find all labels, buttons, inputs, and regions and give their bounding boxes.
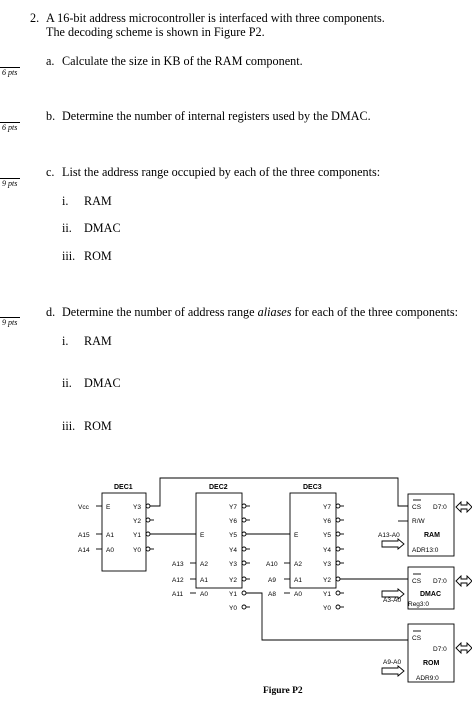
pin-label: A2 <box>294 561 302 568</box>
part-d-text: Determine the number of address range al… <box>62 305 458 319</box>
list-marker: iii. <box>62 249 76 263</box>
pin-label: A0 <box>106 547 114 554</box>
list-marker: ii. <box>62 376 72 390</box>
dec2-label: DEC2 <box>209 484 228 491</box>
ram-rw-label: R/W <box>412 518 426 525</box>
pin-label: Y1 <box>133 532 141 539</box>
rom-addr-label: ADR9:0 <box>416 675 439 682</box>
signal-label: A9 <box>268 577 276 584</box>
pin-label: Y3 <box>323 561 331 568</box>
part-d-label: d. <box>46 305 56 319</box>
dmac-label: DMAC <box>420 591 441 598</box>
list-marker: ii. <box>62 221 72 235</box>
ram-addr-in-label: A13-A0 <box>378 532 400 539</box>
pin-label: E <box>200 532 205 539</box>
rom-label: ROM <box>423 660 440 667</box>
points-divider <box>0 122 20 123</box>
decoder-circuit-diagram: DEC1 Vcc A15 A14 E A1 A0 Y3 Y2 Y1 Y0 DEC… <box>78 477 472 696</box>
pin-label: Y1 <box>323 591 331 598</box>
points-label: 6 pts <box>2 123 18 132</box>
list-marker: i. <box>62 194 69 208</box>
part-b-label: b. <box>46 109 56 123</box>
pin-label: Y7 <box>323 504 331 511</box>
pin-label: Y4 <box>229 547 237 554</box>
signal-label: A13 <box>172 561 184 568</box>
pin-label: A1 <box>294 577 302 584</box>
part-c-text: List the address range occupied by each … <box>62 165 381 179</box>
dmac-addr-in-label: A3-A0 <box>383 597 401 604</box>
question-intro-line1: A 16-bit address microcontroller is inte… <box>46 11 385 25</box>
pin-label: Y4 <box>323 547 331 554</box>
rom-addr-in-label: A9-A0 <box>383 659 401 666</box>
points-label: 9 pts <box>2 179 18 188</box>
rom-data-label: D7:0 <box>433 646 447 653</box>
pin-label: Y0 <box>229 605 237 612</box>
dmac-cs-label: CS <box>412 578 422 585</box>
pin-label: A1 <box>200 577 208 584</box>
part-c-label: c. <box>46 165 55 179</box>
part-a-label: a. <box>46 54 55 68</box>
rom-cs-label: CS <box>412 635 422 642</box>
ram-label: RAM <box>424 532 440 539</box>
list-item: ROM <box>84 249 112 263</box>
dmac-box <box>407 566 455 610</box>
pin-label: A0 <box>294 591 302 598</box>
pin-label: Y2 <box>229 577 237 584</box>
ram-addr-label: ADR13:0 <box>412 547 439 554</box>
list-marker: iii. <box>62 419 76 433</box>
pin-label: A2 <box>200 561 208 568</box>
ram-box <box>407 493 455 557</box>
dec1-label: DEC1 <box>114 484 133 491</box>
signal-label: A14 <box>78 547 90 554</box>
list-item: DMAC <box>84 376 121 390</box>
points-divider <box>0 178 20 179</box>
points-divider <box>0 67 20 68</box>
dec3-box <box>289 492 337 589</box>
pin-label: Y6 <box>323 518 331 525</box>
list-marker: i. <box>62 334 69 348</box>
signal-label: A10 <box>266 561 278 568</box>
pin-label: Y6 <box>229 518 237 525</box>
list-item: RAM <box>84 194 112 208</box>
pin-label: E <box>106 504 111 511</box>
pin-label: Y2 <box>133 518 141 525</box>
list-item: ROM <box>84 419 112 433</box>
part-a-text: Calculate the size in KB of the RAM comp… <box>62 54 303 68</box>
dmac-addr-label: Reg3:0 <box>408 601 429 608</box>
list-item: DMAC <box>84 221 121 235</box>
signal-label: Vcc <box>78 504 90 511</box>
pin-label: Y0 <box>133 547 141 554</box>
points-label: 9 pts <box>2 318 18 327</box>
pin-label: Y5 <box>229 532 237 539</box>
pin-label: Y5 <box>323 532 331 539</box>
signal-label: A15 <box>78 532 90 539</box>
figure-caption: Figure P2 <box>263 686 303 696</box>
part-b-text: Determine the number of internal registe… <box>62 109 371 123</box>
pin-label: Y1 <box>229 591 237 598</box>
pin-label: Y3 <box>133 504 141 511</box>
question-number: 2. <box>30 11 40 25</box>
points-label: 6 pts <box>2 68 18 77</box>
ram-cs-label: CS <box>412 504 422 511</box>
dec1-box <box>101 492 147 572</box>
dmac-data-label: D7:0 <box>433 578 447 585</box>
pin-label: Y0 <box>323 605 331 612</box>
pin-label: Y2 <box>323 577 331 584</box>
pin-label: A0 <box>200 591 208 598</box>
signal-label: A8 <box>268 591 276 598</box>
signal-label: A12 <box>172 577 184 584</box>
pin-label: A1 <box>106 532 114 539</box>
list-item: RAM <box>84 334 112 348</box>
question-intro-line2: The decoding scheme is shown in Figure P… <box>46 25 265 39</box>
rom-box <box>407 623 455 683</box>
pin-label: E <box>294 532 299 539</box>
pin-label: Y3 <box>229 561 237 568</box>
dec3-label: DEC3 <box>303 484 322 491</box>
dec2-box <box>195 492 243 589</box>
signal-label: A11 <box>172 591 183 598</box>
pin-label: Y7 <box>229 504 237 511</box>
points-divider <box>0 317 20 318</box>
ram-data-label: D7:0 <box>433 504 447 511</box>
